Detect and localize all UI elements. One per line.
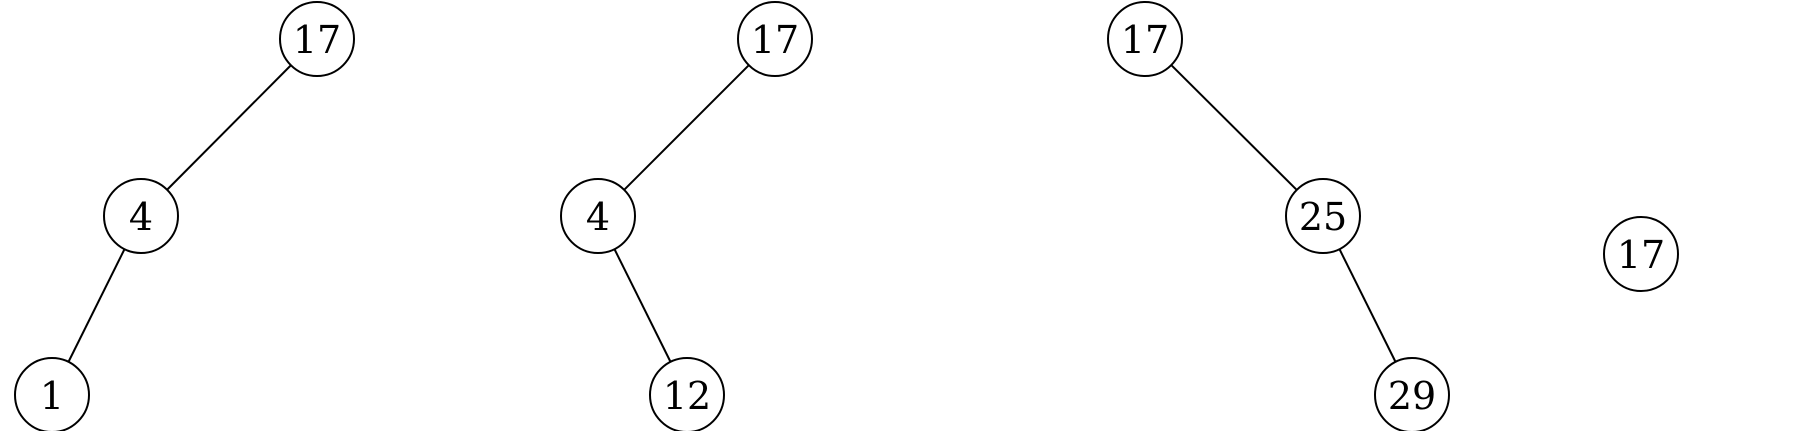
node-label: 17 [751, 18, 799, 62]
node-circle [737, 1, 813, 77]
node-circle [1603, 216, 1679, 292]
node-circle [279, 1, 355, 77]
tree-edge [67, 248, 126, 363]
tree-node: 4 [103, 178, 179, 254]
tree-node: 4 [560, 178, 636, 254]
tree-edge [1338, 248, 1397, 363]
node-label: 12 [663, 374, 711, 418]
node-circle [14, 357, 90, 431]
node-circle [560, 178, 636, 254]
tree-node: 17 [737, 1, 813, 77]
tree-node: 1 [14, 357, 90, 431]
tree-node: 25 [1285, 178, 1361, 254]
node-label: 17 [1617, 233, 1665, 277]
node-circle [1107, 1, 1183, 77]
node-label: 1 [40, 374, 64, 418]
tree-edge [613, 248, 672, 363]
node-label: 29 [1388, 374, 1436, 418]
tree-edge [623, 64, 750, 191]
tree-node: 12 [649, 357, 725, 431]
tree-node: 17 [279, 1, 355, 77]
node-label: 4 [586, 195, 610, 239]
tree-edge [1170, 64, 1298, 191]
node-circle [103, 178, 179, 254]
tree-node: 17 [1107, 1, 1183, 77]
edges-layer [67, 64, 1397, 363]
nodes-layer: 17 4 1 17 4 12 17 25 29 17 [14, 1, 1679, 431]
tree-edge [166, 64, 292, 191]
node-circle [1285, 178, 1361, 254]
node-label: 25 [1299, 195, 1347, 239]
node-circle [649, 357, 725, 431]
tree-node: 17 [1603, 216, 1679, 292]
node-label: 17 [1121, 18, 1169, 62]
node-circle [1374, 357, 1450, 431]
tree-node: 29 [1374, 357, 1450, 431]
node-label: 4 [129, 195, 153, 239]
node-label: 17 [293, 18, 341, 62]
